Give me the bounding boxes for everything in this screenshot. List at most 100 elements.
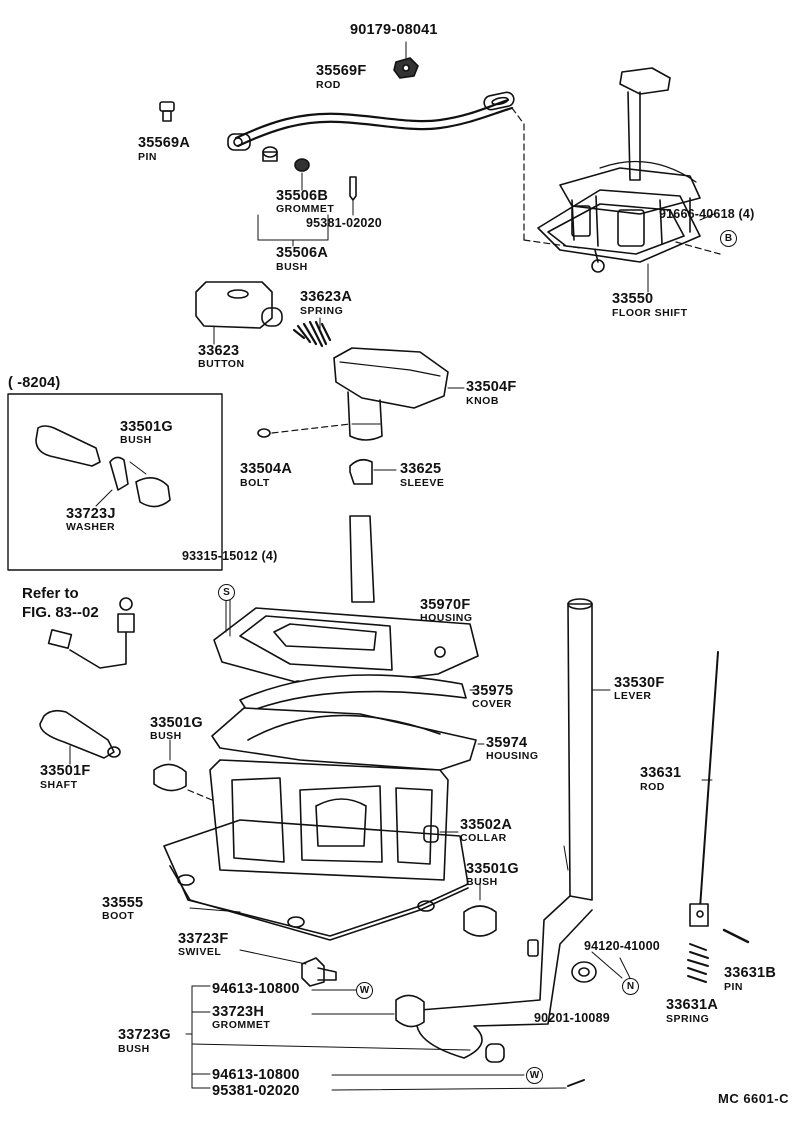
part-name-washer: WASHER bbox=[66, 521, 116, 533]
part-number-94613-10800-top: 94613-10800 bbox=[212, 981, 300, 997]
part-number-94120-41000: 94120-41000 bbox=[584, 939, 660, 953]
inset-box-8204 bbox=[7, 393, 223, 571]
part-number-33501g-a: 33501G bbox=[150, 715, 203, 731]
swivel-grommet-bush-drawing bbox=[239, 949, 585, 1087]
part-number-33501f: 33501F bbox=[40, 763, 91, 779]
part-number-95381-02020-bottom: 95381-02020 bbox=[212, 1083, 300, 1099]
part-number-35569f: 35569F bbox=[316, 63, 367, 79]
part-name-floor-shift: FLOOR SHIFT bbox=[612, 307, 688, 319]
part-number-35506b: 35506B bbox=[276, 188, 328, 204]
part-number-33631b: 33631B bbox=[724, 965, 776, 981]
part-number-33723f: 33723F bbox=[178, 931, 229, 947]
part-number-35569a: 35569A bbox=[138, 135, 190, 151]
housing-35974-drawing bbox=[211, 707, 485, 771]
part-name-grommet-bottom: GROMMET bbox=[212, 1019, 271, 1031]
part-name-bush-a: BUSH bbox=[150, 730, 182, 742]
part-name-pin-right: PIN bbox=[724, 981, 744, 993]
part-number-94613-10800-bottom: 94613-10800 bbox=[212, 1067, 300, 1083]
collar-33502a-drawing bbox=[423, 825, 459, 843]
part-number-33555: 33555 bbox=[102, 895, 144, 911]
part-name-spring-right: SPRING bbox=[666, 1013, 710, 1025]
part-number-35975: 35975 bbox=[472, 683, 514, 699]
part-name-swivel: SWIVEL bbox=[178, 946, 222, 958]
part-name-bolt: BOLT bbox=[240, 477, 270, 489]
leader-dashed-rod-3 bbox=[523, 239, 581, 249]
part-number-33625: 33625 bbox=[400, 461, 442, 477]
part-name-collar: COLLAR bbox=[460, 832, 507, 844]
part-number-95381-02020-top: 95381-02020 bbox=[306, 216, 382, 230]
part-number-33623a: 33623A bbox=[300, 289, 352, 305]
part-name-sleeve: SLEEVE bbox=[400, 477, 445, 489]
part-name-rod: ROD bbox=[316, 79, 341, 91]
part-name-shaft: SHAFT bbox=[40, 779, 78, 791]
part-name-housing-lower: HOUSING bbox=[486, 750, 539, 762]
part-number-33723h: 33723H bbox=[212, 1004, 264, 1020]
sleeve-33625-drawing bbox=[349, 458, 397, 485]
callout-n: N bbox=[622, 978, 639, 995]
part-number-90201-10089: 90201-10089 bbox=[534, 1011, 610, 1025]
part-name-bush-b: BUSH bbox=[466, 876, 498, 888]
part-name-bush-inset: BUSH bbox=[120, 434, 152, 446]
part-number-91666-40618: 91666-40618 (4) bbox=[659, 207, 755, 221]
part-number-33501g-inset: 33501G bbox=[120, 419, 173, 435]
part-name-lever: LEVER bbox=[614, 690, 652, 702]
bush-bracket-lines bbox=[185, 985, 567, 1091]
part-name-cover: COVER bbox=[472, 698, 512, 710]
part-number-33502a: 33502A bbox=[460, 817, 512, 833]
refer-fig-text: FIG. 83--02 bbox=[22, 604, 99, 621]
floor-shift-33550-drawing bbox=[537, 67, 715, 273]
button-33623-drawing bbox=[195, 281, 283, 345]
grommet-bush-drawing bbox=[257, 146, 357, 247]
rod-35569f-drawing bbox=[227, 91, 515, 151]
part-number-93315-15012: 93315-15012 (4) bbox=[182, 549, 278, 563]
knob-33504f-drawing bbox=[333, 347, 465, 441]
part-number-35506a: 35506A bbox=[276, 245, 328, 261]
part-name-rod-right: ROD bbox=[640, 781, 665, 793]
harness-drawing bbox=[47, 597, 135, 669]
washer-90201-drawing bbox=[571, 951, 623, 983]
inset-range-label: ( -8204) bbox=[8, 375, 61, 391]
leader-94120 bbox=[619, 957, 631, 979]
part-number-33504f: 33504F bbox=[466, 379, 517, 395]
pin-35569a-drawing bbox=[159, 101, 175, 122]
floor-shift-base-drawing bbox=[163, 759, 469, 941]
part-name-bush-bottom: BUSH bbox=[118, 1043, 150, 1055]
refer-to-text: Refer to bbox=[22, 585, 79, 602]
part-name-boot: BOOT bbox=[102, 910, 135, 922]
lever-33530f-drawing bbox=[415, 598, 611, 1059]
part-number-33501g-b: 33501G bbox=[466, 861, 519, 877]
part-number-33723j: 33723J bbox=[66, 506, 116, 522]
part-number-33550: 33550 bbox=[612, 291, 654, 307]
part-number-33631: 33631 bbox=[640, 765, 682, 781]
part-number-35970f: 35970F bbox=[420, 597, 471, 613]
part-number-35974: 35974 bbox=[486, 735, 528, 751]
part-number-33530f: 33530F bbox=[614, 675, 665, 691]
part-number-33504a: 33504A bbox=[240, 461, 292, 477]
part-name-knob: KNOB bbox=[466, 395, 499, 407]
bush-33501g-a-drawing bbox=[153, 739, 213, 801]
part-number-33631a: 33631A bbox=[666, 997, 718, 1013]
part-name-pin: PIN bbox=[138, 151, 158, 163]
nut-90179-drawing bbox=[393, 41, 419, 79]
callout-s: S bbox=[218, 584, 235, 601]
bush-33501g-b-drawing bbox=[463, 883, 497, 937]
leader-33555 bbox=[189, 907, 241, 913]
part-name-spring-top: SPRING bbox=[300, 305, 344, 317]
part-name-grommet: GROMMET bbox=[276, 203, 335, 215]
leader-dashed-rod bbox=[511, 107, 525, 125]
part-name-button: BUTTON bbox=[198, 358, 245, 370]
part-number-33723g: 33723G bbox=[118, 1027, 171, 1043]
rod-33631-drawing bbox=[687, 651, 750, 983]
part-name-bush: BUSH bbox=[276, 261, 308, 273]
callout-w-bottom: W bbox=[526, 1067, 543, 1084]
cover-35975-drawing bbox=[239, 674, 479, 713]
callout-w-top: W bbox=[356, 982, 373, 999]
bolt-33504a-drawing bbox=[257, 423, 351, 438]
leader-dashed-b bbox=[675, 241, 721, 255]
part-number-90179-08041: 90179-08041 bbox=[350, 22, 438, 38]
spring-33623a-drawing bbox=[292, 317, 332, 348]
housing-35970f-drawing bbox=[213, 515, 479, 692]
figure-code: MC 6601-C bbox=[718, 1091, 789, 1106]
